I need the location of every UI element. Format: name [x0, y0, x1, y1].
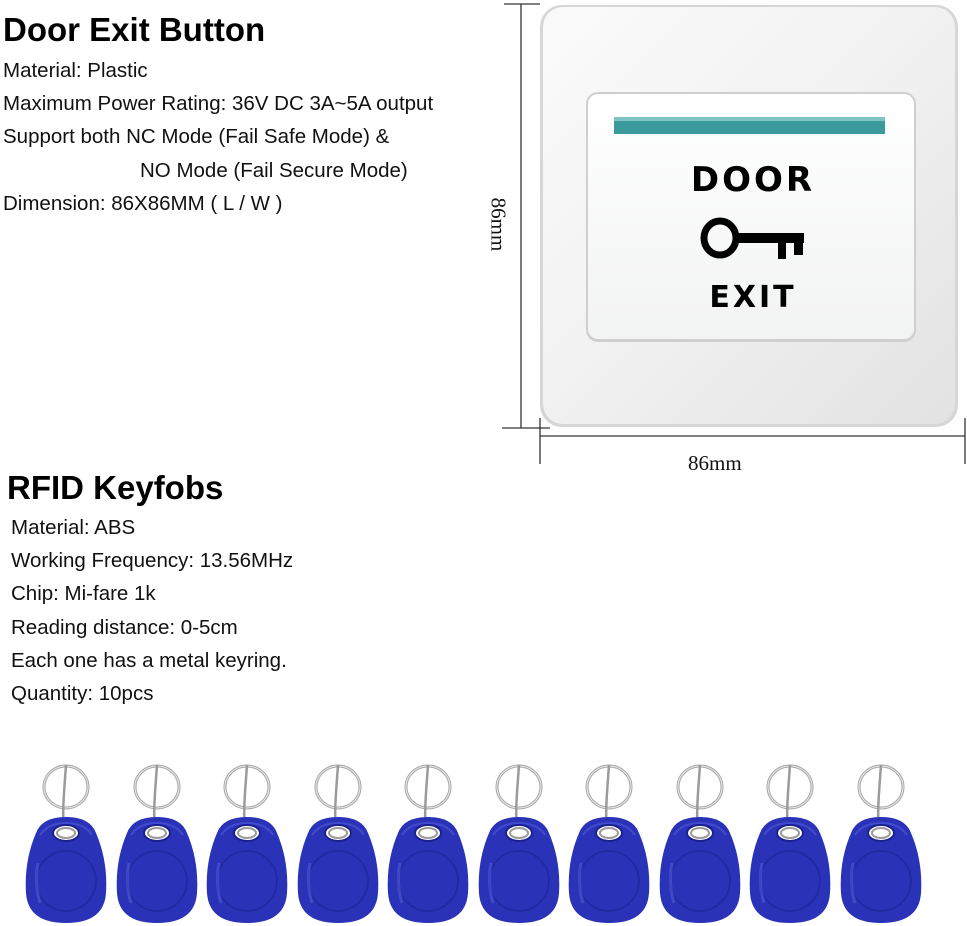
- keyfob-row: [24, 763, 924, 926]
- rfid-spec-quantity: Quantity: 10pcs: [11, 682, 154, 705]
- rfid-spec-keyring: Each one has a metal keyring.: [11, 649, 287, 672]
- door-exit-title: Door Exit Button: [3, 11, 266, 48]
- rfid-keyfob-icon: [115, 763, 199, 926]
- rfid-spec-frequency: Working Frequency: 13.56MHz: [11, 549, 294, 572]
- width-dimension-label: 86mm: [688, 451, 742, 475]
- height-dimension-label: 86mm: [486, 197, 511, 252]
- spec-mode-no: NO Mode (Fail Secure Mode): [140, 159, 408, 182]
- rfid-keyfob-icon: [477, 763, 561, 926]
- rfid-keyfob-icon: [839, 763, 923, 926]
- spec-power-rating: Maximum Power Rating: 36V DC 3A~5A outpu…: [3, 92, 434, 115]
- exit-button-image: [502, 3, 966, 464]
- spec-material: Material: Plastic: [3, 59, 148, 82]
- spec-mode-nc: Support both NC Mode (Fail Safe Mode) &: [3, 125, 390, 148]
- rfid-spec-chip: Chip: Mi-fare 1k: [11, 582, 156, 605]
- rfid-title: RFID Keyfobs: [7, 469, 224, 506]
- rfid-spec-material: Material: ABS: [11, 516, 136, 539]
- height-dimension-line: [502, 3, 550, 429]
- rfid-keyfob-icon: [386, 763, 470, 926]
- width-dimension-line: [539, 418, 966, 464]
- key-icon: [700, 217, 804, 259]
- spec-dimension: Dimension: 86X86MM ( L / W ): [3, 192, 283, 215]
- door-label: DOOR: [690, 160, 816, 200]
- indicator-strip: [614, 117, 885, 134]
- rfid-spec-distance: Reading distance: 0-5cm: [11, 616, 238, 639]
- rfid-keyfob-icon: [658, 763, 742, 926]
- rfid-keyfob-icon: [205, 763, 289, 926]
- rfid-keyfob-icon: [296, 763, 380, 926]
- exit-label: EXIT: [709, 280, 797, 315]
- rfid-keyfob-icon: [567, 763, 651, 926]
- rfid-keyfob-icon: [748, 763, 832, 926]
- rfid-keyfob-icon: [24, 763, 108, 926]
